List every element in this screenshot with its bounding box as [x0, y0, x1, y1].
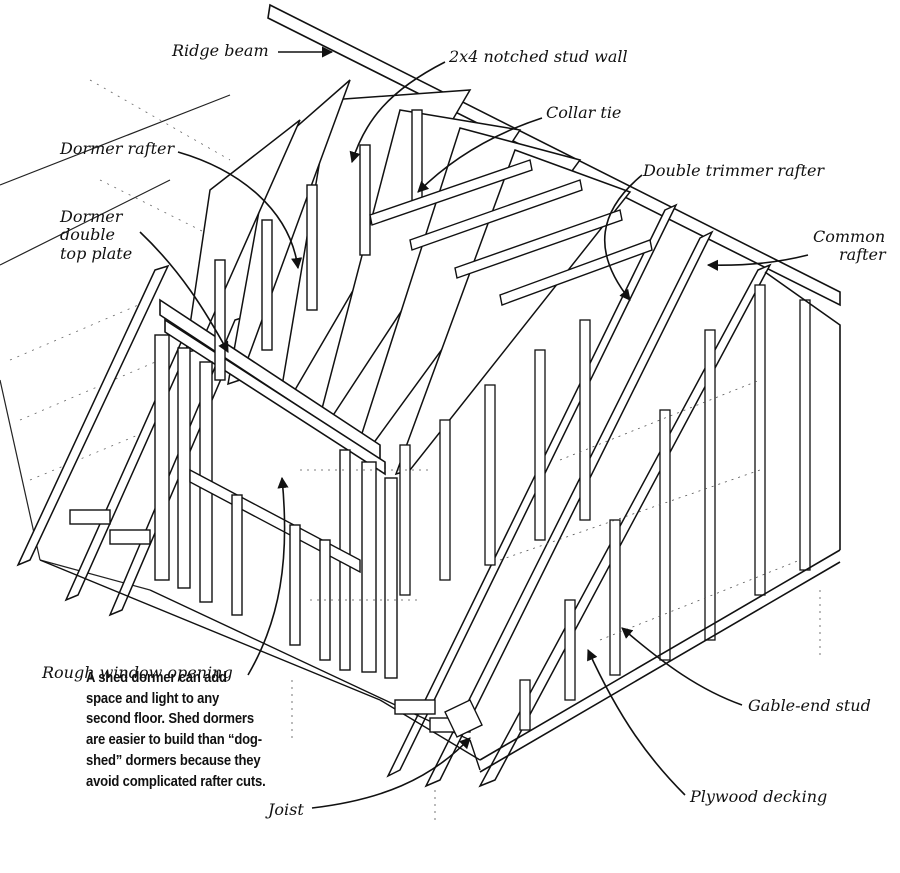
leader-arrows — [139, 46, 809, 809]
dormer-side-studs — [399, 319, 591, 596]
label-collar-tie: Collar tie — [546, 103, 622, 122]
label-line: Common — [813, 227, 886, 246]
label-line: Dormer — [60, 207, 123, 226]
label-ridge-beam: Ridge beam — [172, 41, 269, 60]
label-dormer-rafter: Dormer rafter — [60, 139, 175, 158]
label-joist: Joist — [268, 800, 304, 819]
gable-end-studs — [519, 284, 811, 731]
window-framing — [189, 468, 361, 661]
collar-ties — [369, 159, 653, 306]
joists — [69, 509, 483, 738]
label-rough-window-opening: Rough window opening — [42, 663, 233, 682]
caption-text: A shed dormer can add space and light to… — [86, 670, 266, 790]
label-line: top plate — [60, 243, 133, 263]
label-common-rafter: Common rafter — [813, 227, 886, 265]
label-line: rafter — [839, 245, 886, 265]
label-dormer-double-top-plate: Dormer double top plate — [60, 207, 133, 263]
label-double-trimmer-rafter: Double trimmer rafter — [643, 161, 825, 180]
label-plywood-decking: Plywood decking — [690, 787, 828, 806]
label-line: double — [60, 225, 116, 245]
label-notched-stud-wall: 2x4 notched stud wall — [449, 47, 628, 66]
label-gable-end-stud: Gable-end stud — [748, 696, 871, 715]
notched-stud-wall — [214, 109, 423, 381]
